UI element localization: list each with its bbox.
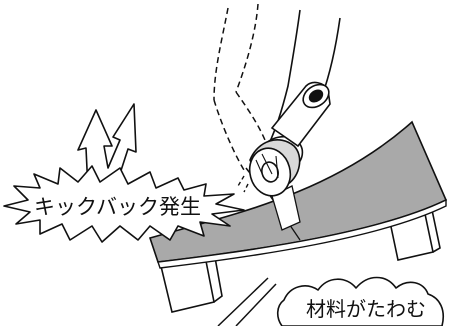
kickback-label: キックバック発生 xyxy=(34,195,201,219)
kickback-burst xyxy=(3,165,245,243)
sagging-label: 材料がたわむ xyxy=(306,297,426,321)
grinder-tool xyxy=(248,81,331,197)
motion-lines xyxy=(237,175,249,193)
callout-pointer xyxy=(217,277,277,326)
board xyxy=(148,120,448,269)
sagging-callout xyxy=(276,276,444,326)
